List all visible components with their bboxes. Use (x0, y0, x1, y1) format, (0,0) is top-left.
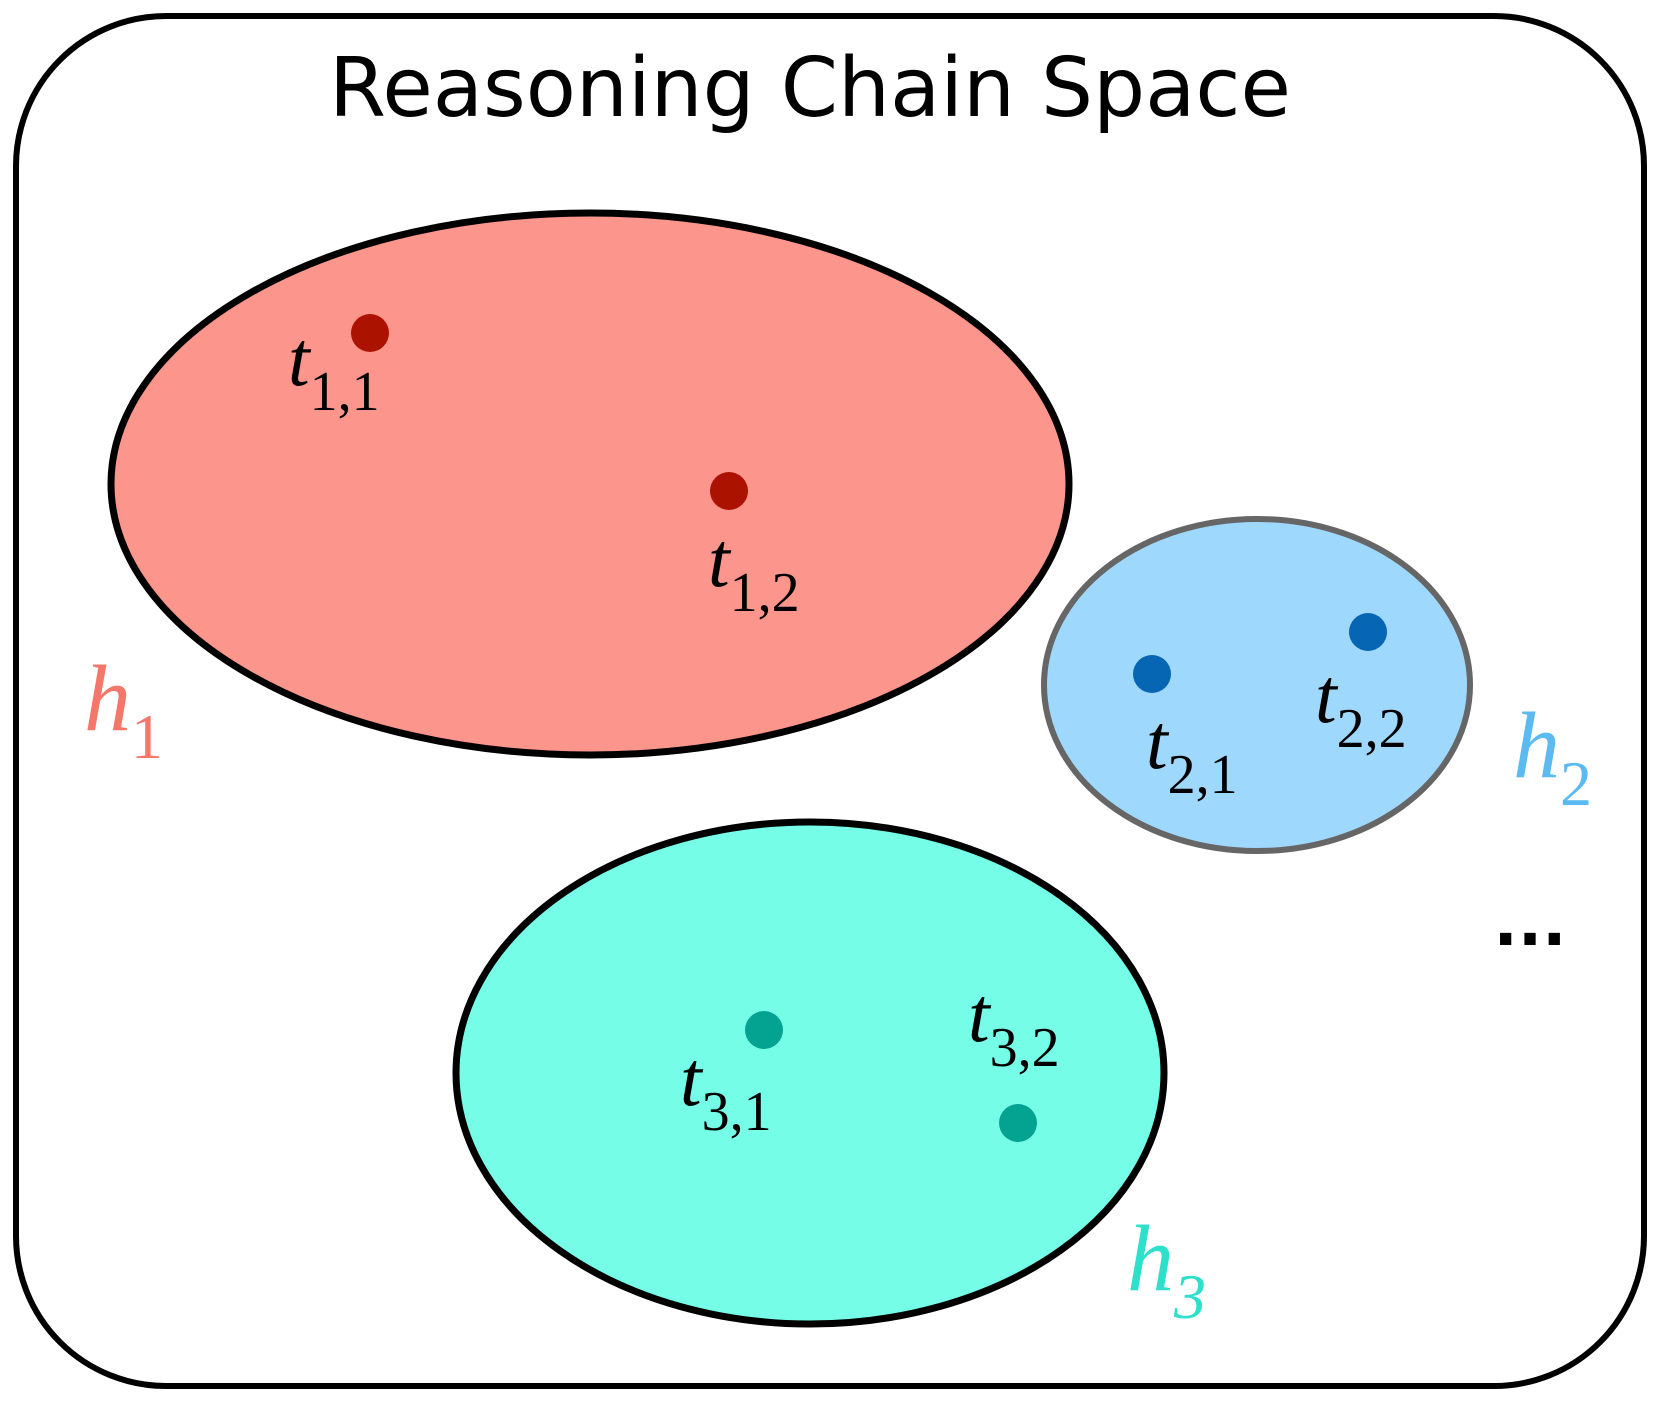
more-regions-ellipsis: ... (1494, 887, 1567, 961)
point-t21-dot (1133, 655, 1171, 693)
point-t12-label: t1,2 (708, 516, 800, 624)
region-h2-label: h2 (1513, 694, 1592, 819)
point-t12-dot (710, 472, 748, 510)
point-t32-dot (999, 1104, 1037, 1142)
point-t21-label: t2,1 (1146, 698, 1238, 806)
point-t11-dot (351, 314, 389, 352)
region-h1-label: h1 (84, 647, 163, 772)
diagram-title: Reasoning Chain Space (329, 41, 1291, 136)
region-h3-ellipse (452, 818, 1168, 1328)
point-t32-label: t3,2 (968, 971, 1060, 1079)
region-h1-ellipse (107, 209, 1073, 759)
point-t31-dot (745, 1011, 783, 1049)
region-h3-label: h3 (1127, 1207, 1206, 1332)
point-t22-label: t2,2 (1315, 652, 1407, 760)
point-t31-label: t3,1 (680, 1035, 772, 1143)
point-t22-dot (1349, 613, 1387, 651)
point-t11-label: t1,1 (288, 315, 380, 423)
region-h2-ellipse (1041, 516, 1473, 854)
